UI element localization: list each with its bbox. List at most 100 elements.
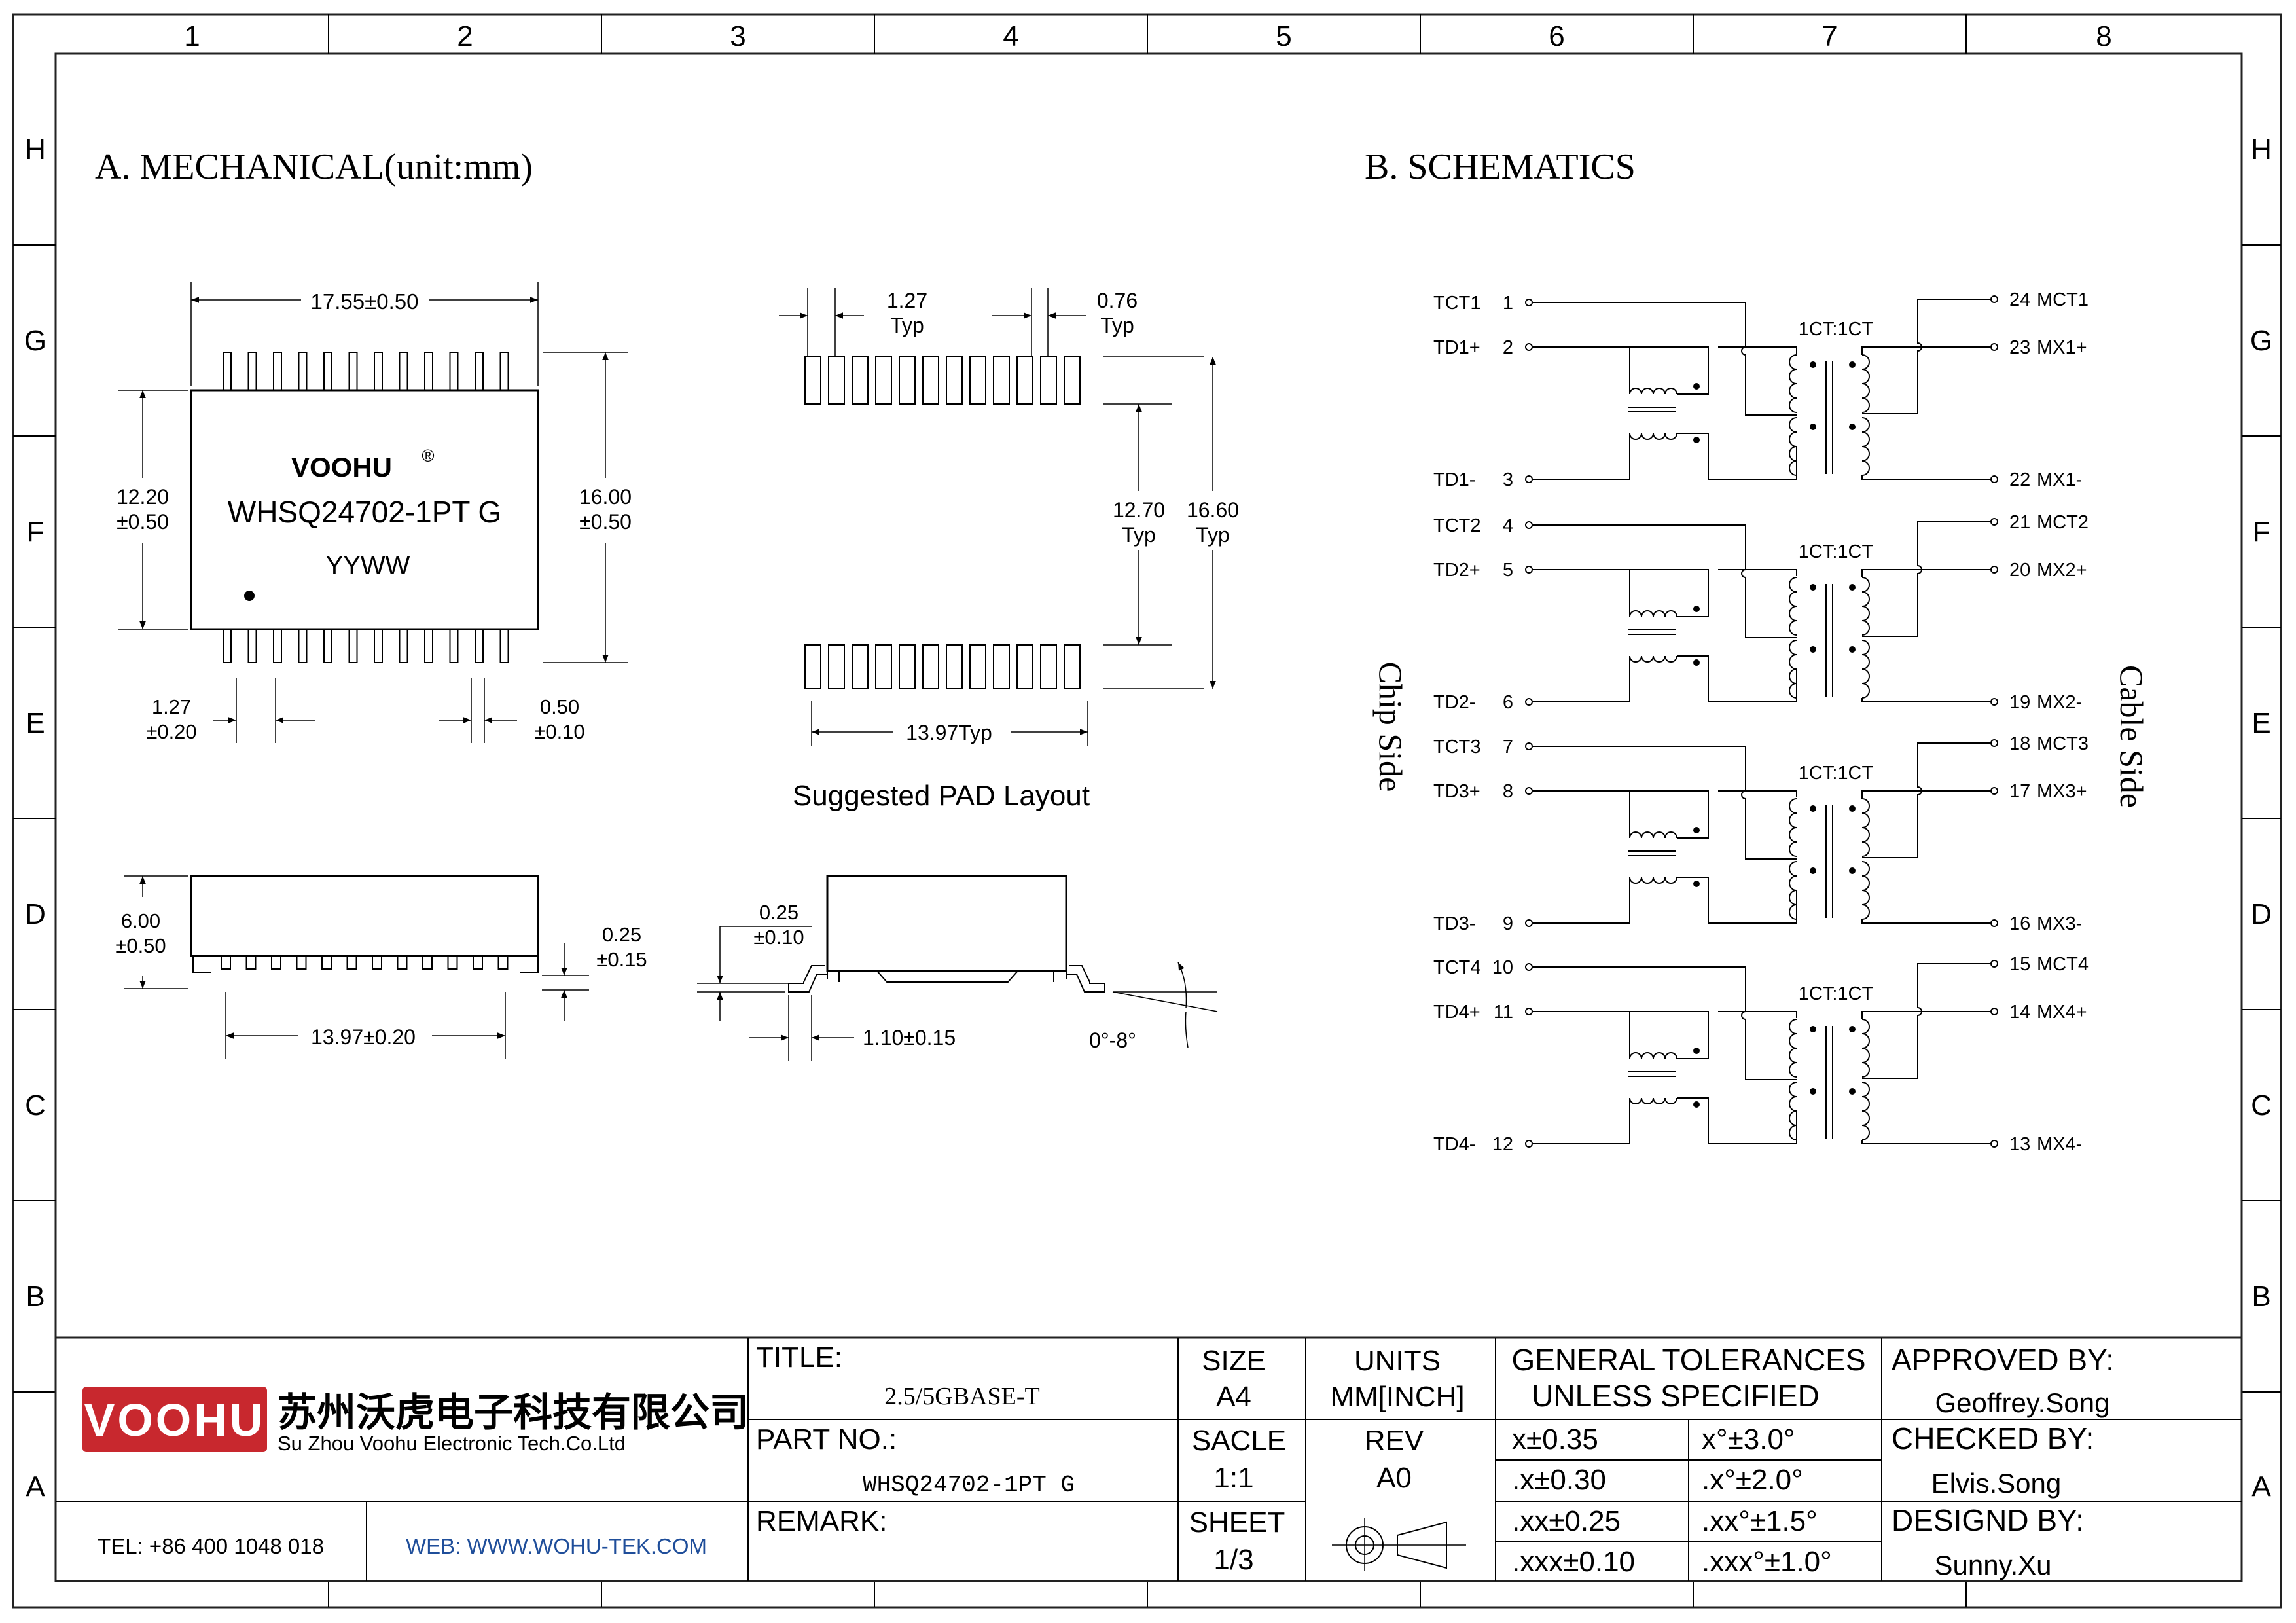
scale-label: SACLE bbox=[1192, 1425, 1286, 1457]
winding bbox=[1629, 1052, 1677, 1059]
part-marking: WHSQ24702-1PT G bbox=[228, 495, 501, 529]
pad-bottom bbox=[969, 644, 986, 689]
designed-label: DESIGND BY: bbox=[1892, 1503, 2084, 1537]
grid-col-label: 6 bbox=[1549, 20, 1564, 52]
units-label: UNITS bbox=[1354, 1345, 1441, 1377]
pad-pitch-typ: Typ bbox=[890, 314, 924, 337]
pin-number: 13 bbox=[2009, 1134, 2030, 1155]
dim-pitch-tol: ±0.20 bbox=[146, 720, 196, 743]
pin-name-mct: MCT3 bbox=[2037, 733, 2089, 754]
dim-lead-thickness-tol: ±0.10 bbox=[753, 926, 804, 949]
pin-number: 18 bbox=[2009, 733, 2030, 754]
pin-name-mxn: MX4- bbox=[2037, 1134, 2082, 1155]
grid-row-label-left: H bbox=[25, 134, 46, 166]
side-lead bbox=[372, 956, 382, 970]
lead-top bbox=[424, 352, 433, 391]
pin-name-mct: MCT2 bbox=[2037, 512, 2089, 533]
grid-col-label: 4 bbox=[1003, 20, 1018, 52]
dim-foot-length: 1.10±0.15 bbox=[863, 1026, 956, 1049]
remark-label: REMARK: bbox=[756, 1505, 887, 1537]
pin-name-mxp: MX2+ bbox=[2037, 560, 2087, 581]
approved-value: Geoffrey.Song bbox=[1935, 1387, 2110, 1418]
pad-top bbox=[875, 356, 892, 405]
lead-bottom bbox=[424, 629, 433, 663]
pin-number: 2 bbox=[1503, 337, 1513, 358]
dim-body-height: 12.20 bbox=[117, 485, 169, 509]
grid-row-label-left: A bbox=[26, 1471, 45, 1503]
lead-top bbox=[499, 352, 509, 391]
size-value: A4 bbox=[1216, 1381, 1251, 1413]
pin-name-mxn: MX3- bbox=[2037, 913, 2082, 934]
tolerance-angular: .xxx°±1.0° bbox=[1702, 1546, 1832, 1578]
end-view: 0.25 ±0.10 1.10±0.15 0°-8° bbox=[697, 875, 1218, 1061]
pad-bottom bbox=[804, 644, 821, 689]
grid-row-label-left: F bbox=[27, 516, 45, 548]
pin-name-tct: TCT1 bbox=[1433, 293, 1481, 314]
pad-layout-caption: Suggested PAD Layout bbox=[793, 780, 1090, 812]
tolerance-linear: .xxx±0.10 bbox=[1512, 1546, 1635, 1578]
winding bbox=[1629, 388, 1677, 395]
dim-pitch: 1.27 bbox=[152, 695, 191, 718]
pad-layout: 1.27 Typ 0.76 Typ 12.70 Typ 16.60 Typ 13… bbox=[779, 288, 1239, 812]
pad-bottom bbox=[1040, 644, 1057, 689]
brand-mark: VOOHU bbox=[291, 452, 392, 483]
pin-number: 20 bbox=[2009, 560, 2030, 581]
side-lead bbox=[422, 956, 433, 970]
pad-top bbox=[993, 356, 1010, 405]
pin-number: 12 bbox=[1492, 1134, 1513, 1155]
pin-number: 3 bbox=[1503, 469, 1513, 490]
winding bbox=[1629, 877, 1677, 884]
partno-value: WHSQ24702-1PT G bbox=[863, 1472, 1075, 1499]
grid-col-label: 5 bbox=[1276, 20, 1291, 52]
lead-bottom bbox=[449, 629, 459, 663]
winding bbox=[1861, 798, 1870, 857]
title-block: VOOHU 苏州沃虎电子科技有限公司 Su Zhou Voohu Electro… bbox=[54, 1336, 2243, 1582]
side-lead bbox=[296, 956, 307, 970]
pin-number: 7 bbox=[1503, 737, 1513, 757]
pad-top bbox=[1064, 356, 1081, 405]
dim-width: 17.55±0.50 bbox=[311, 289, 419, 314]
lead-top bbox=[348, 352, 358, 391]
grid-col-label: 8 bbox=[2096, 20, 2111, 52]
winding bbox=[1861, 1019, 1870, 1078]
pad-top bbox=[804, 356, 821, 405]
rev-label: REV bbox=[1365, 1425, 1424, 1457]
pin-name-mct: MCT4 bbox=[2037, 954, 2089, 975]
pin-number: 11 bbox=[1494, 1002, 1513, 1023]
grid-row-label-right: F bbox=[2253, 516, 2270, 548]
tolerance-linear: x±0.35 bbox=[1512, 1423, 1598, 1455]
pin-name-mxn: MX2- bbox=[2037, 692, 2082, 713]
company-logo bbox=[82, 1387, 267, 1452]
pin-name-tdn: TD1- bbox=[1433, 469, 1475, 490]
lead-bottom bbox=[223, 629, 232, 663]
lead-bottom bbox=[323, 629, 332, 663]
winding bbox=[1629, 610, 1677, 617]
side-lead bbox=[221, 956, 231, 970]
pin-name-mxn: MX1- bbox=[2037, 469, 2082, 490]
title-value: 2.5/5GBASE-T bbox=[884, 1383, 1040, 1410]
grid-row-label-right: E bbox=[2251, 707, 2270, 739]
chip-side-label: Chip Side bbox=[1372, 662, 1409, 792]
pin-number: 8 bbox=[1503, 781, 1513, 802]
cable-side-label: Cable Side bbox=[2113, 665, 2150, 808]
lead-bottom bbox=[298, 629, 308, 663]
projection-symbol bbox=[1332, 1518, 1466, 1571]
grid-row-label-left: G bbox=[24, 325, 46, 357]
dim-height-tol: ±0.50 bbox=[115, 934, 166, 957]
mechanical-heading: A. MECHANICAL(unit:mm) bbox=[95, 147, 533, 187]
side-lead bbox=[346, 956, 357, 970]
lead-bottom bbox=[475, 629, 484, 663]
grid-row-label-right: D bbox=[2251, 898, 2272, 930]
pin-number: 21 bbox=[2009, 512, 2030, 533]
winding bbox=[1789, 417, 1797, 476]
grid-row-label-left: E bbox=[26, 707, 45, 739]
pin-name-tdp: TD3+ bbox=[1433, 781, 1480, 802]
winding bbox=[1861, 640, 1870, 699]
pin-number: 4 bbox=[1503, 515, 1513, 536]
pin-number: 14 bbox=[2009, 1002, 2030, 1023]
registered-mark: ® bbox=[422, 446, 434, 465]
